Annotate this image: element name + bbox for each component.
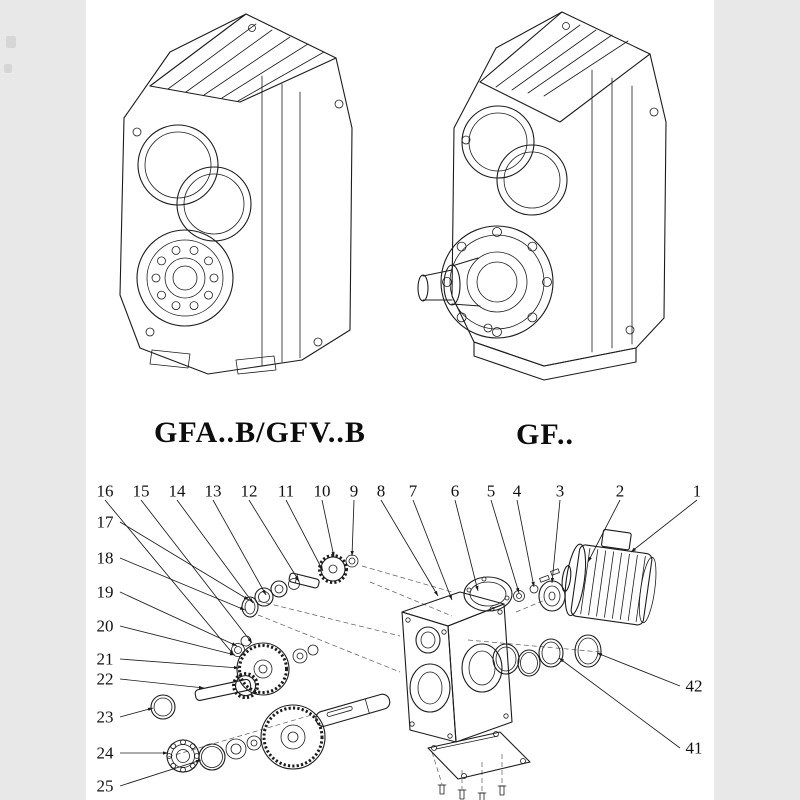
part-label-17: 17: [96, 512, 114, 532]
part-label-23: 23: [96, 707, 114, 727]
caption-gf: GF..: [516, 418, 574, 451]
part-label-22: 22: [96, 669, 114, 689]
side-frame-ribs: [261, 75, 301, 367]
gearbox-drawing-gfab: [119, 13, 353, 375]
part-label-9: 9: [349, 481, 359, 501]
intermediate-gear-parts: [194, 635, 319, 701]
part-label-21: 21: [96, 649, 114, 669]
bolt: [437, 784, 447, 795]
part-label-5: 5: [486, 481, 496, 501]
photo-artifact: [6, 36, 16, 48]
part-label-15: 15: [132, 481, 150, 501]
part-label-42: 42: [685, 676, 703, 696]
part-label-1: 1: [692, 481, 702, 501]
part-label-24: 24: [96, 743, 114, 763]
paper-background: [86, 0, 714, 800]
photo-artifact: [4, 64, 12, 73]
coupling: [513, 568, 566, 612]
output-shaft: [417, 257, 481, 307]
part-label-8: 8: [376, 481, 386, 501]
output-shaft-parts: [150, 693, 391, 773]
part-label-11: 11: [277, 481, 295, 501]
hollow-shaft-bearing: [136, 229, 234, 327]
part-label-10: 10: [313, 481, 331, 501]
cooling-fins: [495, 24, 629, 97]
part-label-7: 7: [408, 481, 418, 501]
part-label-20: 20: [96, 616, 114, 636]
part-label-2: 2: [615, 481, 625, 501]
side-frame-ribs: [591, 69, 633, 353]
part-label-3: 3: [555, 481, 565, 501]
part-label-12: 12: [240, 481, 258, 501]
part-label-14: 14: [168, 481, 186, 501]
output-flange: [440, 225, 554, 339]
housing-bolts: [132, 24, 344, 347]
part-label-19: 19: [96, 582, 114, 602]
leader-lines: [104, 499, 698, 787]
input-gear-parts: [241, 554, 359, 618]
cover-flange: [463, 576, 513, 612]
gear-cover-bores: [137, 124, 252, 242]
retaining-rings: [492, 634, 602, 677]
part-label-4: 4: [512, 481, 522, 501]
part-label-41: 41: [685, 738, 703, 758]
base-plate: [473, 341, 637, 381]
cooling-fins: [167, 23, 325, 102]
bolt: [457, 789, 467, 800]
gearbox-drawing-gf: [417, 11, 667, 381]
bolt: [477, 792, 487, 800]
caption-gfab: GFA..B/GFV..B: [154, 416, 366, 449]
part-label-25: 25: [96, 776, 114, 796]
exploded-diagram: [104, 499, 698, 800]
part-label-16: 16: [96, 481, 114, 501]
gear-cover-bores: [461, 105, 568, 216]
part-label-13: 13: [204, 481, 222, 501]
part-label-18: 18: [96, 548, 114, 568]
bolt: [497, 785, 507, 796]
gasket-and-bolts: [427, 731, 531, 800]
part-label-6: 6: [450, 481, 460, 501]
mounting-feet: [149, 349, 277, 375]
motor: [561, 529, 657, 626]
housing-bolts: [461, 22, 659, 335]
